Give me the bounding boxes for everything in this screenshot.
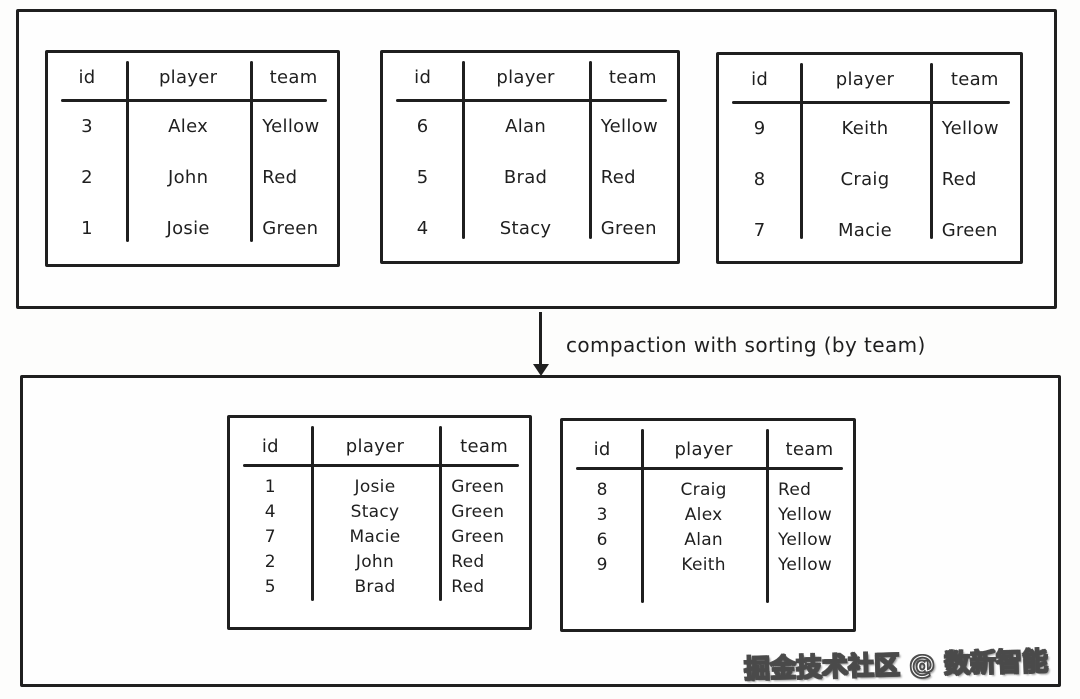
cell-id: 9 [596,554,608,575]
column-divider [929,63,933,239]
cell-player: Alan [684,529,724,550]
column-divider [126,61,130,242]
cell-team: Red [941,169,977,190]
header-underline [732,101,1010,104]
cell-id: 5 [416,167,429,188]
cell-id: 3 [81,116,93,137]
source-table-2: id player team 6 Alan Yellow 5 Brad Red … [380,50,680,264]
cell-player: Keith [681,554,726,575]
cell-team: Green [600,218,657,239]
down-arrow-head-icon [533,364,549,376]
column-header-id: id [593,438,611,460]
column-header-player: player [674,438,733,460]
compacted-table-1: id player team 1 Josie Green 4 Stacy Gre… [227,415,532,630]
cell-player: Stacy [499,218,552,239]
header-underline [576,467,843,470]
cell-id: 1 [264,476,276,497]
cell-team: Red [262,167,298,188]
column-divider [250,61,254,242]
arrow-label: compaction with sorting (by team) [566,333,926,357]
column-divider [588,61,592,239]
column-divider [641,429,645,603]
cell-id: 8 [596,479,608,500]
cell-player: Alex [684,504,723,525]
column-header-team: team [950,68,999,90]
cell-id: 7 [264,526,276,547]
cell-player: Macie [349,526,401,547]
cell-team: Yellow [777,554,833,575]
cell-team: Green [451,476,505,497]
column-divider [310,426,314,601]
compacted-table-2: id player team 8 Craig Red 3 Alex Yellow… [560,418,856,632]
cell-player: Alex [168,116,209,137]
source-table-1: id player team 3 Alex Yellow 2 John Red … [45,50,340,267]
cell-id: 6 [596,529,608,550]
cell-id: 7 [753,220,766,241]
header-underline [396,99,667,102]
cell-id: 4 [264,501,276,522]
column-header-player: player [835,68,895,90]
cell-player: Josie [166,218,210,239]
cell-team: Red [451,551,485,572]
header-underline [61,99,327,102]
cell-team: Green [262,218,319,239]
cell-id: 4 [416,218,429,239]
cell-player: Brad [354,576,396,597]
source-table-3: id player team 9 Keith Yellow 8 Craig Re… [716,52,1023,264]
column-divider [439,426,443,601]
cell-team: Yellow [262,116,320,137]
compacted-tables-panel [20,375,1061,687]
cell-player: Brad [503,167,548,188]
cell-player: Josie [354,476,396,497]
cell-player: Alan [505,116,547,137]
column-header-id: id [78,66,96,88]
cell-player: Craig [680,479,727,500]
column-header-player: player [345,435,405,457]
cell-team: Red [451,576,485,597]
cell-player: John [355,551,395,572]
cell-team: Red [777,479,812,500]
down-arrow-line [539,312,542,366]
cell-player: John [167,167,209,188]
cell-team: Green [451,501,505,522]
column-header-team: team [269,66,318,88]
column-header-team: team [608,66,657,88]
cell-team: Red [600,167,636,188]
column-header-player: player [158,66,218,88]
column-header-id: id [751,68,769,90]
cell-team: Yellow [777,504,833,525]
cell-id: 9 [753,118,766,139]
column-divider [462,61,466,239]
cell-id: 5 [264,576,276,597]
cell-team: Yellow [777,529,833,550]
cell-id: 3 [596,504,608,525]
cell-team: Yellow [600,116,658,137]
column-header-id: id [261,435,279,457]
cell-id: 8 [753,169,766,190]
cell-player: Keith [841,118,889,139]
cell-id: 1 [81,218,93,239]
column-divider [766,429,769,603]
column-header-team: team [785,438,834,460]
cell-player: Macie [837,220,892,241]
cell-id: 2 [81,167,93,188]
cell-team: Green [941,220,998,241]
cell-player: Craig [840,169,890,190]
column-header-player: player [496,66,555,88]
column-header-team: team [460,435,509,457]
cell-team: Green [451,526,505,547]
cell-id: 6 [416,116,429,137]
cell-player: Stacy [350,501,400,522]
header-underline [243,464,519,467]
cell-id: 2 [264,551,276,572]
cell-team: Yellow [941,118,999,139]
column-divider [800,63,804,239]
column-header-id: id [414,66,432,88]
